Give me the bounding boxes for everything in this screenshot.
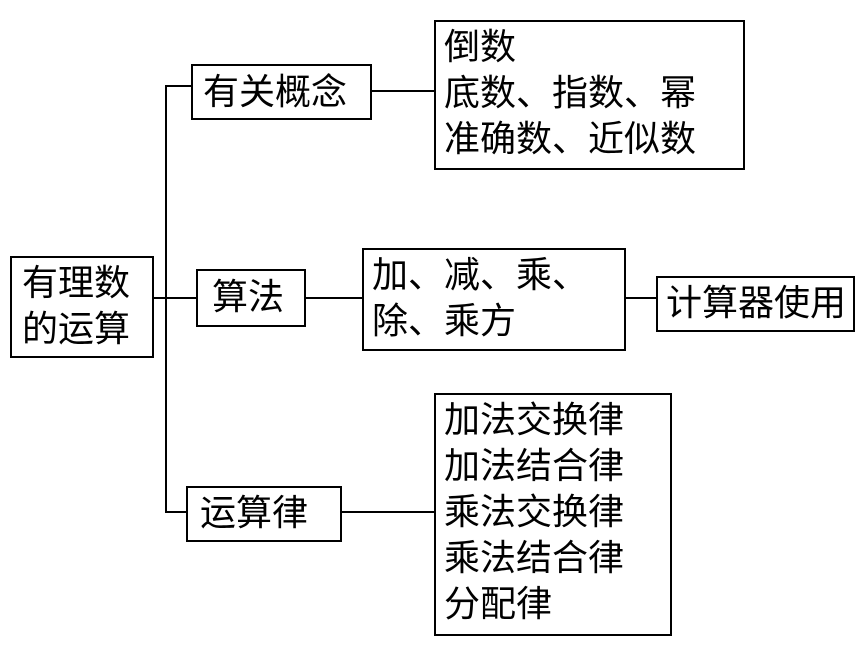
laws-detail-1: 加法交换律	[444, 400, 625, 441]
laws-detail-5: 分配律	[444, 584, 553, 625]
laws-detail-line	[341, 511, 435, 513]
laws-detail-3: 乘法交换律	[444, 492, 625, 533]
concepts-node: 有关概念	[191, 64, 372, 120]
root-connector	[153, 297, 166, 299]
concepts-detail-2: 底数、指数、幂	[444, 73, 697, 114]
algorithms-detail-box: 加、减、乘、 除、乘方	[362, 248, 626, 351]
algorithms-detail-line	[305, 297, 363, 299]
laws-node: 运算律	[186, 486, 342, 542]
calculator-node: 计算器使用	[656, 276, 855, 332]
laws-detail-box: 加法交换律 加法结合律 乘法交换律 乘法结合律 分配律	[434, 393, 672, 636]
root-node: 有理数 的运算	[10, 256, 154, 358]
concepts-detail-box: 倒数 底数、指数、幂 准确数、近似数	[434, 20, 745, 170]
algorithms-label: 算法	[212, 277, 285, 318]
laws-detail-4: 乘法结合律	[444, 538, 625, 579]
algorithms-branch-line	[165, 297, 197, 299]
concepts-label: 有关概念	[203, 72, 348, 113]
algorithms-detail-1: 加、减、乘、	[372, 255, 589, 296]
trunk-line	[165, 85, 167, 513]
concepts-detail-line	[371, 90, 435, 92]
concepts-branch-line	[165, 85, 192, 87]
algorithms-detail-2: 除、乘方	[372, 301, 517, 342]
calculator-label: 计算器使用	[666, 283, 847, 324]
root-label-line2: 的运算	[22, 309, 131, 350]
root-label-line1: 有理数	[22, 263, 131, 304]
algorithms-extra-line	[625, 297, 657, 299]
concepts-detail-3: 准确数、近似数	[444, 119, 697, 160]
concepts-detail-1: 倒数	[444, 27, 517, 68]
algorithms-node: 算法	[196, 269, 306, 327]
laws-detail-2: 加法结合律	[444, 446, 625, 487]
laws-branch-line	[165, 511, 187, 513]
laws-label: 运算律	[200, 493, 309, 534]
